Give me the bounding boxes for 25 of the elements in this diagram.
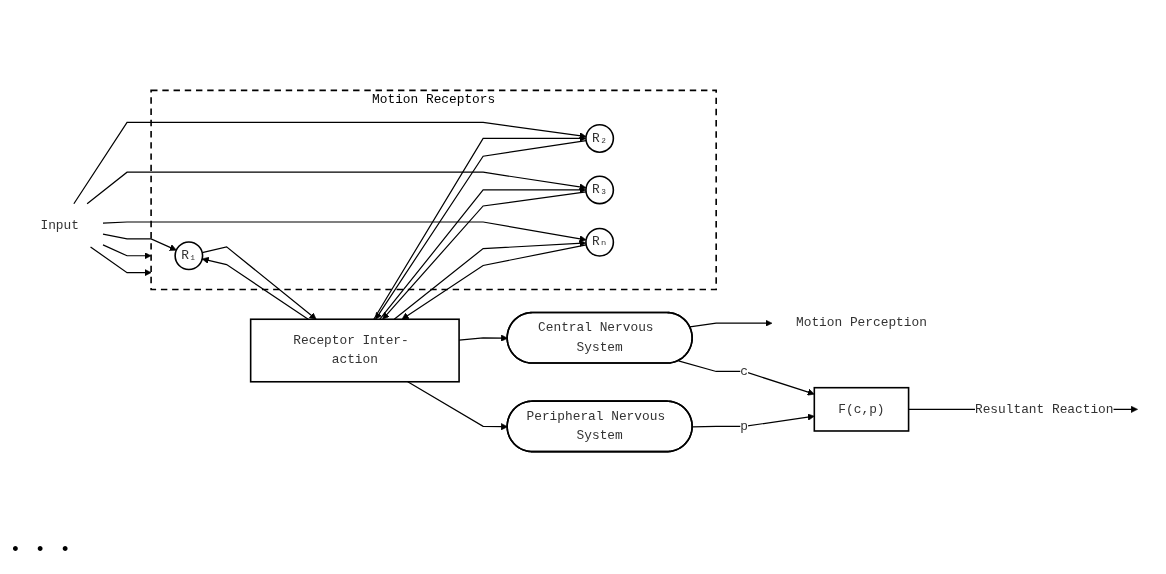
arrow bbox=[73, 121, 587, 205]
arrow bbox=[689, 319, 773, 328]
edge-label: Resultant Reaction bbox=[974, 402, 1114, 417]
arrow bbox=[102, 244, 152, 260]
arrow bbox=[201, 256, 309, 320]
arrow bbox=[677, 360, 815, 396]
node-circle: R₁ bbox=[174, 241, 204, 271]
node-circle: Rₙ bbox=[585, 227, 615, 257]
arrow bbox=[86, 171, 587, 205]
ellipsis-dot: • bbox=[34, 540, 46, 560]
node-text: Input bbox=[40, 218, 79, 233]
arrow bbox=[201, 246, 317, 320]
node-box: F(c,p) bbox=[813, 386, 910, 432]
arrow bbox=[102, 221, 587, 243]
node-box: Receptor Inter- action bbox=[249, 318, 460, 383]
arrow bbox=[407, 381, 508, 431]
edge-label: c bbox=[740, 364, 748, 379]
arrow bbox=[89, 246, 152, 277]
node-circle: R₂ bbox=[585, 123, 615, 153]
ellipsis-dot: • bbox=[10, 540, 21, 560]
edge-label: p bbox=[740, 419, 748, 434]
node-text: Motion Perception bbox=[796, 315, 927, 331]
arrow bbox=[102, 233, 177, 251]
ellipsis-dot: • bbox=[59, 540, 71, 560]
node-circle: R₃ bbox=[585, 175, 615, 205]
